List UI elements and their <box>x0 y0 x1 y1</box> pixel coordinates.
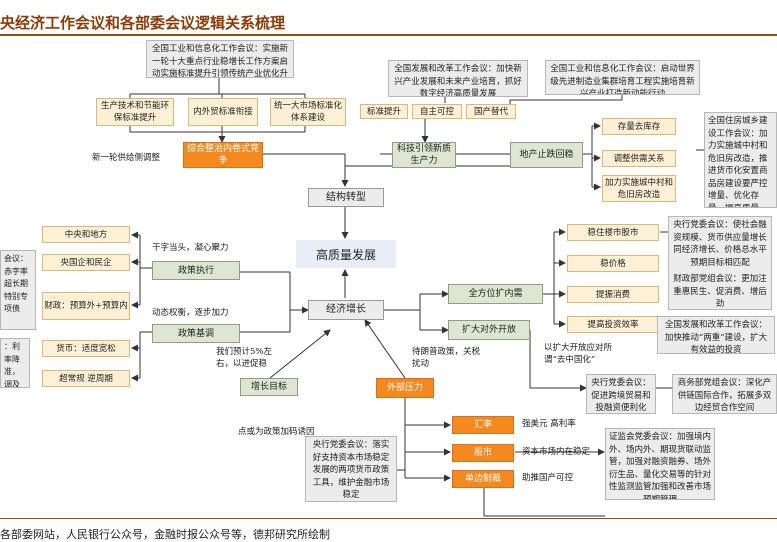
box-monetary: 货币：适度宽松 <box>42 340 130 357</box>
box-consolidate: 综合整治内卷式竞争 <box>183 142 263 168</box>
page-title: 央经济工作会议和各部委会议逻辑关系梳理 <box>0 14 286 32</box>
label-dynamic: 动态权衡，逐步加力 <box>152 308 229 318</box>
box-structure: 结构转型 <box>308 188 384 207</box>
label-code: 点或为政策加码诱因 <box>238 427 315 437</box>
box-counter-cyclical: 超常规 逆周期 <box>42 370 130 387</box>
note-pboc-mof-right: 央行党委会议：使社会融资规模、货币供应量增长同经济增长、价格总水平预期目标相匹配… <box>668 216 772 310</box>
box-open-up: 扩大对外开放 <box>448 320 530 340</box>
source-note: 各部委网站，人民银行公众号，金融时报公众号等，德邦研究所绘制 <box>0 528 330 541</box>
note-mof-right-text: 财政部党组会议：更加注重惠民生、促消费、增后劲 <box>673 274 767 309</box>
box-ind-standard: 生产技术和节能环保标准提升 <box>96 98 174 126</box>
box-investment-efficiency: 提高投资效率 <box>567 316 659 333</box>
label-phase-out: 新一轮供给侧调整 <box>92 153 161 163</box>
box-growth: 经济增长 <box>308 300 384 320</box>
header-rule <box>0 34 777 36</box>
box-stock-market: 股市 <box>452 444 514 462</box>
label-policy-plus: 待朗普政策，关税扰动 <box>412 347 481 369</box>
box-policy-coord: 政策基调 <box>152 324 240 343</box>
note-pboc-bottom: 央行党委会议：落实好支持资本市场稳定发展的两项货币政策工具，维护金融市场稳定 <box>305 436 397 502</box>
note-pboc-trade: 央行党委会议：促进跨境贸易和投融资便利化 <box>586 374 656 414</box>
note-ndrc-top: 全国发展和改革工作会议：加快新兴产业发展和未来产业培育，抓好数字经济高质量发展 <box>388 60 528 97</box>
box-property-supply: 调整供需关系 <box>602 150 676 167</box>
note-housing: 全国住房城乡建设工作会议：加力实施城中村和危旧房改造，推进货币化安置商品房建设要… <box>704 112 777 208</box>
label-more-open: 以扩大开放应对所谓“去中国化” <box>544 343 613 365</box>
box-property: 地产止跌回稳 <box>510 142 583 168</box>
box-tech: 科技引领新质生产力 <box>392 142 456 168</box>
label-usd: 强美元 高利率 <box>522 419 576 429</box>
box-boost-consumption: 提振消费 <box>567 286 659 303</box>
label-capital: 资本市场内在稳定 <box>522 447 591 457</box>
box-sanctions: 单边制裁 <box>452 470 514 488</box>
note-ndrc-right: 全国发展和改革工作会议：加快推动“两重”建设，扩大有效益的投资 <box>657 316 775 354</box>
box-property-stock: 存量去库存 <box>602 118 676 135</box>
box-fiscal: 财政：预算外+预算内 <box>42 292 130 320</box>
note-left-fiscal: 会议：赤字率超长期特别专项债 <box>0 250 36 330</box>
label-move-first: 干字当头，凝心聚力 <box>152 243 229 253</box>
box-sub-import: 国产替代 <box>466 104 516 119</box>
box-sub-self: 自主可控 <box>412 104 462 119</box>
note-miit-right: 全国工业和信息化工作会议：启动世界级先进制造业集群培育工程实施培育新兴产业打造新… <box>545 60 700 95</box>
box-high-quality: 高质量发展 <box>296 240 396 268</box>
note-miit-top: 全国工业和信息化工作会议：实施新一轮十大重点行业稳增长工作方案启动实施标准提升引… <box>146 40 294 78</box>
note-csrc: 证监会党委会议：加强境内外、场内外、期现货联动监管，加强对融资融券、场外衍生品、… <box>605 428 715 500</box>
box-ind-trade: 内外贸标准衔接 <box>188 98 258 126</box>
box-central-private: 央国企和民企 <box>42 254 130 271</box>
box-stabilize-markets: 稳住楼市股市 <box>567 224 659 241</box>
note-pboc-right-text: 央行党委会议：使社会融资规模、货币供应量增长同经济增长、价格总水平预期目标相匹配 <box>673 220 767 268</box>
label-forecast: 我们预计5%左右，以进促稳 <box>216 347 272 369</box>
box-central-local: 中央和地方 <box>42 226 130 243</box>
note-left-monetary: ：利率降准，调及有水 <box>0 338 30 388</box>
box-fx: 汇率 <box>452 416 514 434</box>
box-growth-target: 增长目标 <box>240 378 298 396</box>
label-help: 助推国产可控 <box>522 473 574 483</box>
box-domestic-demand: 全方位扩内需 <box>448 284 543 304</box>
box-ind-market: 统一大市场标准化体系建设 <box>270 98 346 126</box>
box-stabilize-prices: 稳价格 <box>567 255 659 272</box>
box-external-pressure: 外部压力 <box>376 378 434 398</box>
box-policy-exec: 政策执行 <box>152 261 240 280</box>
box-sub-standard: 标准提升 <box>360 104 408 119</box>
box-property-renew: 加力实施城中村和危旧房改造 <box>602 175 676 202</box>
note-mofcom: 商务部党组会议：深化产供链国际合作，拓展多双边经贸合作空间 <box>672 374 777 414</box>
footer-rule <box>0 518 777 519</box>
